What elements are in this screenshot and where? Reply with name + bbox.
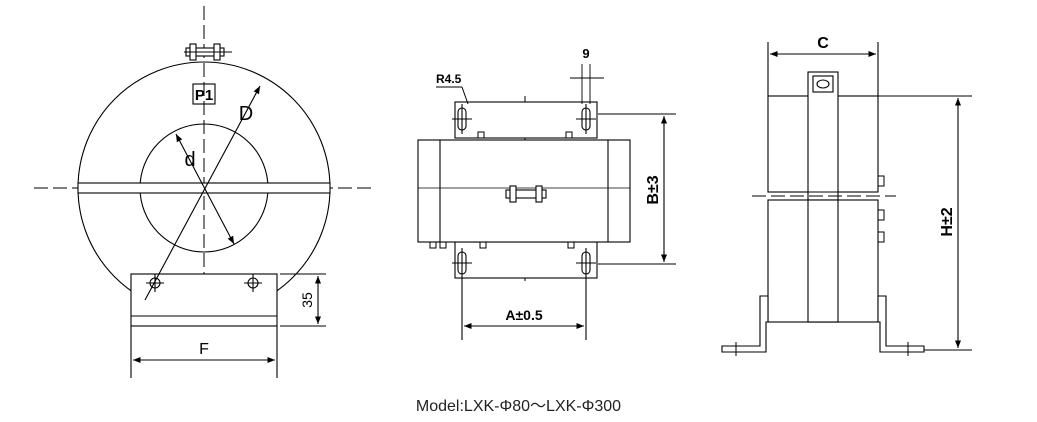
front-base-plate xyxy=(130,273,278,327)
height-tolerance-label: B±3 xyxy=(645,175,662,204)
width-label: C xyxy=(817,35,829,52)
base-width-label: F xyxy=(199,341,209,358)
side-small-bolts xyxy=(429,131,575,249)
side-view xyxy=(417,64,676,340)
top-terminal-bolt xyxy=(184,43,232,61)
inner-diameter-label: d xyxy=(184,149,195,171)
side-bottom-bracket xyxy=(454,241,598,279)
model-caption: Model:LXK-Φ80～LXK-Φ300 xyxy=(415,398,622,415)
end-height-label: H±2 xyxy=(939,207,956,236)
side-top-bracket xyxy=(454,101,598,139)
outer-diameter-label: D xyxy=(239,103,253,125)
end-terminal-nut xyxy=(816,79,830,89)
base-height-label: 35 xyxy=(299,292,315,308)
slot-width-label: 9 xyxy=(582,46,589,61)
inner-diameter-line xyxy=(175,133,235,245)
width-tolerance-label: A±0.5 xyxy=(505,307,542,323)
terminal-label: P1 xyxy=(195,87,213,104)
radius-label: R4.5 xyxy=(436,72,462,86)
end-right-foot xyxy=(877,295,925,353)
end-view xyxy=(721,42,972,356)
side-bracket-slots xyxy=(452,104,596,278)
base-bolt-left xyxy=(146,274,164,292)
base-bolt-right xyxy=(244,274,262,292)
terminal-label-box xyxy=(192,83,216,105)
end-left-foot xyxy=(721,295,769,353)
front-view xyxy=(34,6,375,378)
side-terminal-bolt xyxy=(505,185,547,203)
